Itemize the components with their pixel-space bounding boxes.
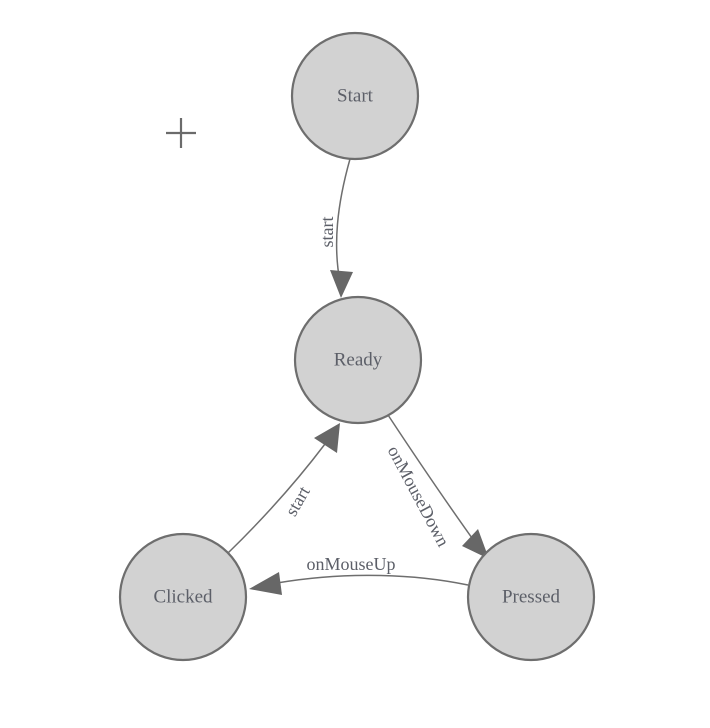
node-ready-circle[interactable] — [293, 295, 423, 425]
arrowhead-ready-to-pressed — [462, 529, 489, 559]
edge-pressed-to-clicked[interactable]: onMouseUp — [249, 554, 469, 595]
node-clicked-label: Clicked — [153, 586, 213, 607]
edge-path-ready-to-pressed — [387, 414, 478, 546]
node-pressed[interactable]: Pressed — [466, 532, 596, 662]
node-ready-label: Ready — [334, 349, 383, 370]
node-start[interactable]: Start — [290, 31, 420, 161]
edge-path-pressed-to-clicked — [276, 574, 469, 586]
node-clicked-circle[interactable] — [118, 532, 248, 662]
node-pressed-circle[interactable] — [466, 532, 596, 662]
edge-ready-to-pressed[interactable]: onMouseDown — [384, 414, 489, 559]
edge-label-clicked-to-ready: start — [281, 483, 314, 520]
edge-label-start-to-ready: start — [317, 217, 337, 248]
node-start-label: Start — [337, 85, 374, 106]
crosshair-icon — [166, 118, 196, 148]
edge-path-start-to-ready — [335, 158, 351, 283]
node-pressed-label: Pressed — [502, 586, 561, 607]
edge-start-to-ready[interactable]: start — [317, 158, 353, 298]
edge-clicked-to-ready[interactable]: start — [227, 423, 340, 554]
edge-path-clicked-to-ready — [227, 443, 326, 554]
arrowhead-start-to-ready — [330, 270, 353, 298]
node-start-circle[interactable] — [290, 31, 420, 161]
node-clicked[interactable]: Clicked — [118, 532, 248, 662]
node-ready[interactable]: Ready — [293, 295, 423, 425]
arrowhead-clicked-to-ready — [314, 423, 340, 453]
edge-label-pressed-to-clicked: onMouseUp — [307, 554, 396, 574]
arrowhead-pressed-to-clicked — [249, 572, 282, 595]
